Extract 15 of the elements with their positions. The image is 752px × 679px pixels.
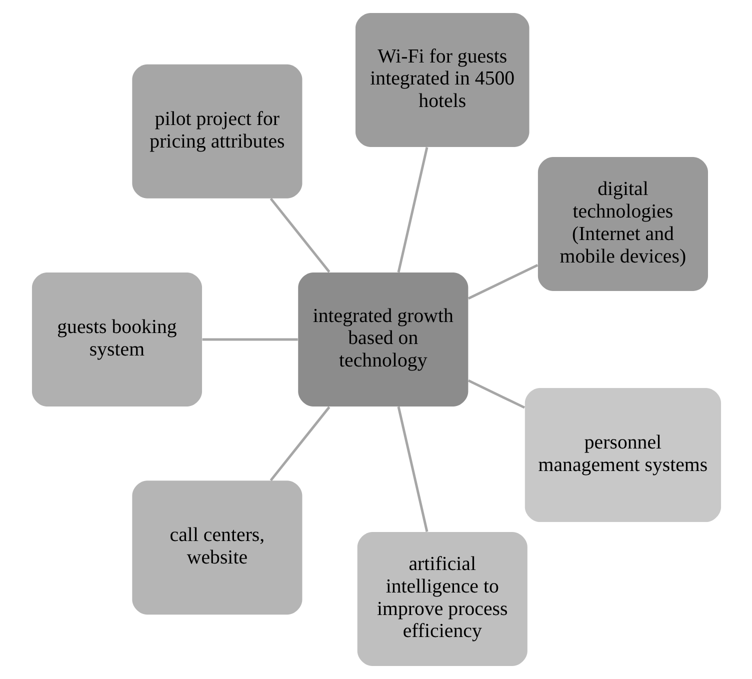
node-box: digital technologies (Internet and mobile devices) (537, 156, 708, 292)
connector (202, 338, 298, 341)
node-box: integrated growth based on technology (298, 272, 468, 407)
node-box: Wi-Fi for guests integrated in 4500 hotels (355, 12, 529, 148)
connector (396, 406, 428, 532)
connector (396, 147, 428, 273)
node-box: artificial intelligence to improve process efficiency (356, 532, 527, 666)
connector (269, 198, 330, 273)
node-box: personnel management systems (524, 388, 721, 522)
connector (467, 264, 538, 300)
node-box: call centers, website (132, 480, 302, 615)
node-box: pilot project for pricing attributes (132, 64, 302, 198)
connector (467, 379, 525, 409)
connector (269, 406, 330, 482)
node-box: guests booking system (31, 272, 202, 407)
